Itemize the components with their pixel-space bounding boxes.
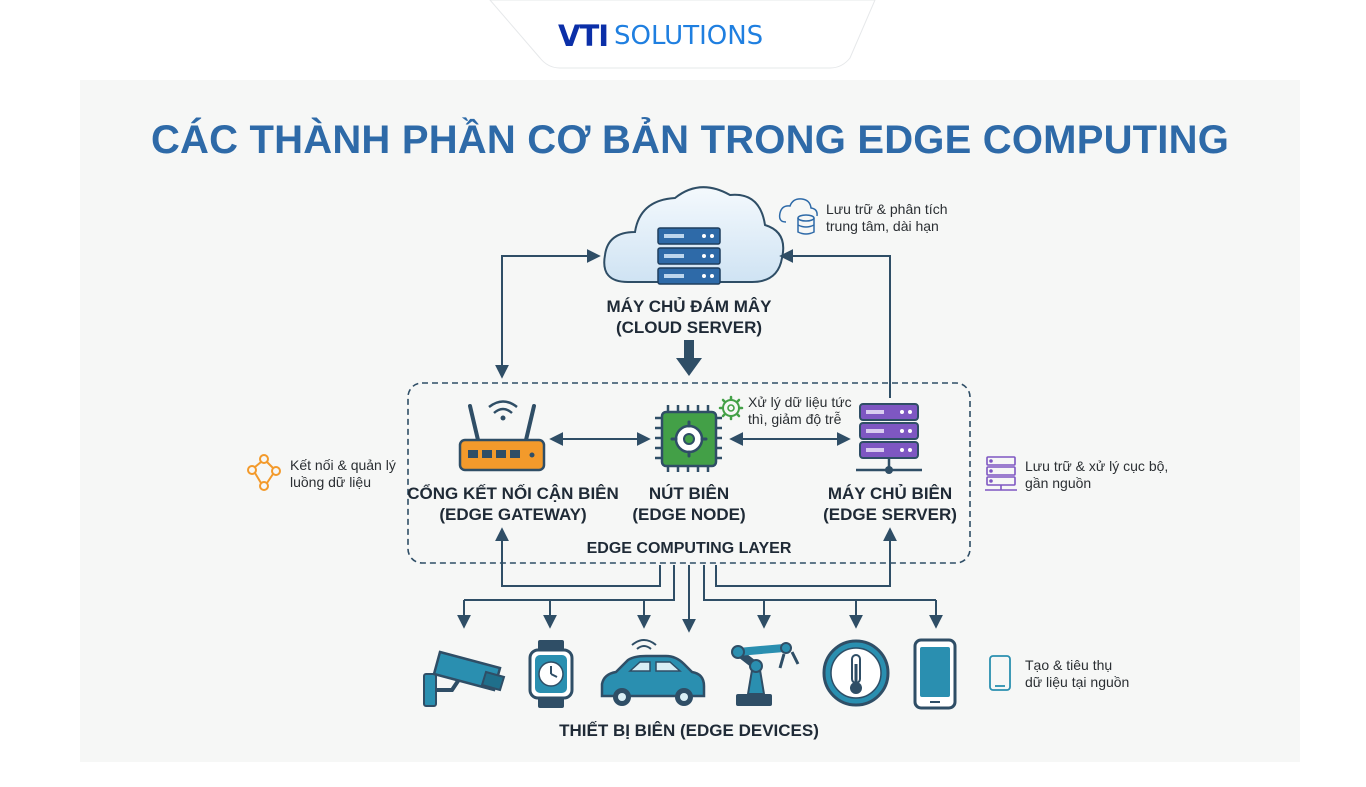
edge-layer-label: EDGE COMPUTING LAYER [586, 540, 792, 557]
device-links [457, 527, 943, 633]
server-note: Lưu trữ & xử lý cục bộ, gần nguồn [1025, 458, 1168, 492]
edge-gateway-label: CỔNG KẾT NỐI CẬN BIÊN (EDGE GATEWAY) [400, 483, 626, 525]
edge-devices-label: THIẾT BỊ BIÊN (EDGE DEVICES) [559, 721, 819, 740]
cctv-camera-icon [423, 650, 506, 707]
cloud-to-node-arrow [676, 340, 702, 376]
edge-node-label: NÚT BIÊN (EDGE NODE) [620, 483, 758, 525]
edge-server-label: MÁY CHỦ BIÊN (EDGE SERVER) [814, 483, 966, 525]
cloud-gateway-link [495, 249, 601, 379]
node-note-line1: Xử lý dữ liệu tức [748, 394, 852, 410]
edge-node-label-line1: NÚT BIÊN [648, 484, 730, 503]
gateway-note-line2: luồng dữ liệu [290, 474, 371, 490]
smartphone-icon [913, 638, 957, 710]
chip-icon [655, 405, 722, 472]
car-icon [600, 639, 706, 706]
edge-gateway-label-line1: CỔNG KẾT NỐI CẬN BIÊN [407, 484, 619, 503]
cloud-database-icon [778, 198, 818, 235]
node-note: Xử lý dữ liệu tức thì, giảm độ trễ [748, 394, 852, 428]
edge-layer-box [407, 382, 971, 564]
devices-note-line2: dữ liệu tại nguồn [1025, 674, 1130, 690]
server-note-line1: Lưu trữ & xử lý cục bộ, [1025, 458, 1169, 474]
brand-logo: VTI SOLUTIONS [558, 18, 763, 54]
edge-node-label-line2: (EDGE NODE) [632, 505, 746, 524]
edge-server-label-line2: (EDGE SERVER) [823, 505, 957, 524]
cloud-note: Lưu trữ & phân tích trung tâm, dài hạn [826, 201, 947, 235]
devices-note: Tạo & tiêu thụ dữ liệu tại nguồn [1025, 657, 1129, 691]
node-note-line2: thì, giảm độ trễ [748, 411, 842, 427]
page-title: CÁC THÀNH PHẦN CƠ BẢN TRONG EDGE COMPUTI… [150, 118, 1230, 162]
cloud-server-label-line2: (CLOUD SERVER) [615, 318, 763, 337]
thermostat-icon [822, 639, 890, 707]
brand-vti: VTI [558, 19, 609, 53]
brand-solutions: SOLUTIONS [614, 21, 764, 51]
cloud-server-icon [657, 227, 721, 285]
gateway-note-line1: Kết nối & quản lý [290, 457, 396, 473]
smartwatch-icon [528, 640, 574, 708]
edge-server-label-line1: MÁY CHỦ BIÊN [827, 484, 953, 503]
server-note-line2: gần nguồn [1025, 475, 1092, 491]
network-icon [247, 454, 281, 491]
phone-note-icon [989, 655, 1011, 691]
gear-icon [718, 395, 744, 421]
cloud-server-label: MÁY CHỦ ĐÁM MÂY (CLOUD SERVER) [580, 296, 798, 338]
storage-icon [985, 456, 1017, 491]
cloud-note-line1: Lưu trữ & phân tích [826, 201, 948, 217]
server-cloud-link [779, 249, 891, 398]
robot-arm-icon [731, 642, 800, 706]
edge-gateway-label-line2: (EDGE GATEWAY) [439, 505, 587, 524]
logo-tab [489, 0, 876, 69]
cloud-server-label-line1: MÁY CHỦ ĐÁM MÂY [606, 297, 772, 316]
edge-server-icon [856, 403, 922, 474]
gateway-note: Kết nối & quản lý luồng dữ liệu [290, 457, 396, 491]
devices-note-line1: Tạo & tiêu thụ [1025, 657, 1113, 673]
cloud-note-line2: trung tâm, dài hạn [826, 218, 939, 234]
router-icon [458, 400, 546, 472]
